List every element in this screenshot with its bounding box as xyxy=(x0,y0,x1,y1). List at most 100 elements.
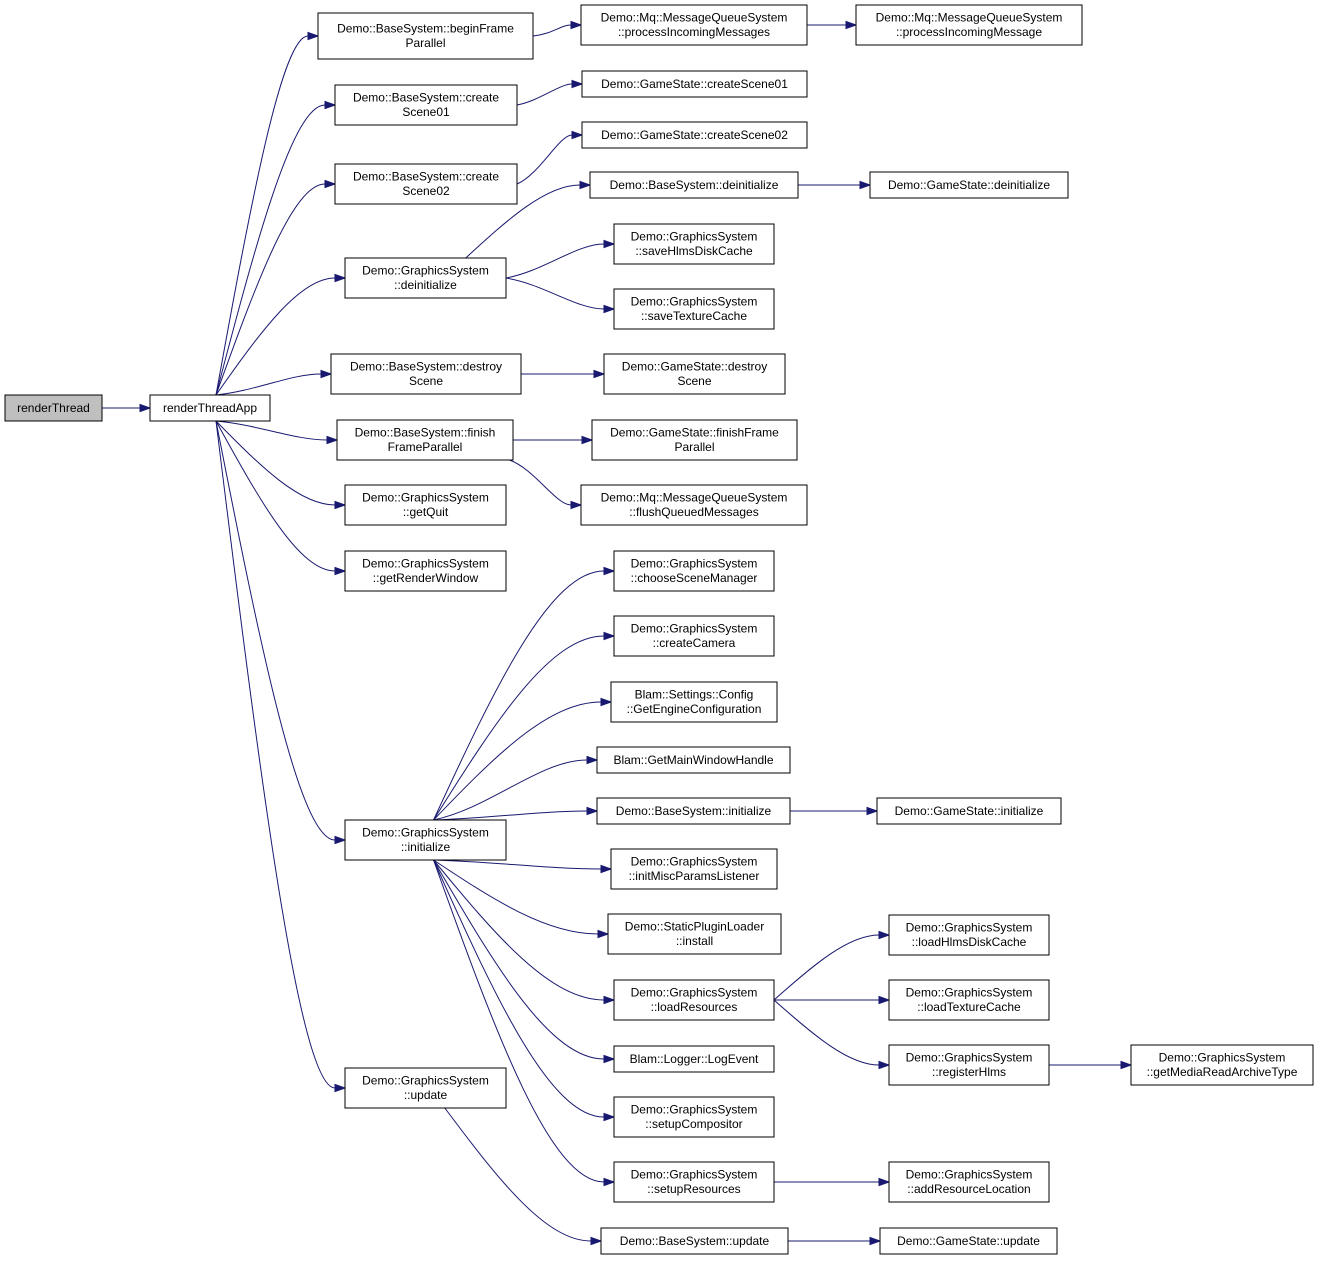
node-label: Demo::BaseSystem::create xyxy=(353,170,499,184)
node-gs-createscene01[interactable]: Demo::GameState::createScene01 xyxy=(581,70,808,98)
node-gfx-setupresources[interactable]: Demo::GraphicsSystem::setupResources xyxy=(613,1161,775,1203)
call-edge-line xyxy=(433,810,588,821)
node-mq-processincomingmessages[interactable]: Demo::Mq::MessageQueueSystem::processInc… xyxy=(580,4,808,46)
node-label: ::createCamera xyxy=(653,636,736,650)
call-edge-line xyxy=(433,635,605,821)
arrowhead-icon xyxy=(571,79,584,89)
node-label: ::setupResources xyxy=(647,1182,740,1196)
arrowhead-icon xyxy=(570,20,583,30)
arrowhead-icon xyxy=(878,1060,891,1070)
call-edge xyxy=(520,369,606,379)
arrowhead-icon xyxy=(334,566,347,576)
node-gfx-registerhlms[interactable]: Demo::GraphicsSystem::registerHlms xyxy=(888,1044,1050,1086)
node-gfx-choosescenemanager[interactable]: Demo::GraphicsSystem::chooseSceneManager xyxy=(613,550,775,592)
node-blam-getmainwindowhandle[interactable]: Blam::GetMainWindowHandle xyxy=(596,746,791,774)
node-gfx-getmediareadarchivetype[interactable]: Demo::GraphicsSystem::getMediaReadArchiv… xyxy=(1130,1044,1314,1086)
arrowhead-icon xyxy=(859,180,872,190)
call-edge xyxy=(433,859,616,1187)
node-label: Blam::GetMainWindowHandle xyxy=(613,753,773,767)
node-label: Demo::GameState::deinitialize xyxy=(888,178,1050,192)
call-edge xyxy=(509,459,583,510)
arrowhead-icon xyxy=(597,929,610,939)
node-gst-update[interactable]: Demo::GameState::update xyxy=(879,1227,1058,1255)
node-bs-createscene01[interactable]: Demo::BaseSystem::createScene01 xyxy=(334,84,518,126)
node-box xyxy=(879,1227,1058,1255)
node-box xyxy=(4,394,103,422)
call-edge xyxy=(215,31,320,396)
node-gfx-addresourcelocation[interactable]: Demo::GraphicsSystem::addResourceLocatio… xyxy=(888,1161,1050,1203)
node-box xyxy=(344,819,507,861)
node-gs-createscene02[interactable]: Demo::GameState::createScene02 xyxy=(581,121,808,149)
node-label: Scene xyxy=(677,374,711,388)
node-gfx-update[interactable]: Demo::GraphicsSystem::update xyxy=(344,1067,507,1109)
node-label: FrameParallel xyxy=(388,440,463,454)
arrowhead-icon xyxy=(586,806,599,816)
call-edges xyxy=(102,20,1133,1246)
node-label: Demo::BaseSystem::destroy xyxy=(350,360,502,374)
node-renderthreadapp[interactable]: renderThreadApp xyxy=(149,394,271,422)
call-edge xyxy=(215,273,347,396)
node-gfx-createcamera[interactable]: Demo::GraphicsSystem::createCamera xyxy=(613,615,775,657)
node-label: ::initialize xyxy=(401,840,451,854)
node-mq-flushqueuedmessages[interactable]: Demo::Mq::MessageQueueSystem::flushQueue… xyxy=(580,484,808,526)
node-label: ::chooseSceneManager xyxy=(631,571,758,585)
node-box xyxy=(1130,1044,1314,1086)
node-label: Demo::Mq::MessageQueueSystem xyxy=(601,491,788,505)
node-gfx-initmiscparamslistener[interactable]: Demo::GraphicsSystem::initMiscParamsList… xyxy=(610,848,778,890)
call-edge-line xyxy=(516,134,573,185)
call-edge xyxy=(433,859,616,1005)
node-label: Demo::BaseSystem::finish xyxy=(355,426,496,440)
node-blam-logevent[interactable]: Blam::Logger::LogEvent xyxy=(613,1045,775,1073)
node-label: Demo::GraphicsSystem xyxy=(631,855,758,869)
arrowhead-icon xyxy=(603,566,616,576)
node-box xyxy=(336,419,514,461)
node-gfx-deinitialize[interactable]: Demo::GraphicsSystem::deinitialize xyxy=(344,257,507,299)
node-label: ::initMiscParamsListener xyxy=(629,869,760,883)
node-label: ::getQuit xyxy=(403,505,449,519)
node-renderthread: renderThread xyxy=(4,394,103,422)
node-bs-update[interactable]: Demo::BaseSystem::update xyxy=(600,1227,789,1255)
node-gst-initialize[interactable]: Demo::GameState::initialize xyxy=(876,797,1062,825)
call-edge-line xyxy=(433,859,605,1001)
node-gst-deinitialize[interactable]: Demo::GameState::deinitialize xyxy=(869,171,1069,199)
node-gfx-setupcompositor[interactable]: Demo::GraphicsSystem::setupCompositor xyxy=(613,1096,775,1138)
node-gfx-savehlmsdiskcache[interactable]: Demo::GraphicsSystem::saveHlmsDiskCache xyxy=(613,223,775,265)
node-box xyxy=(888,979,1050,1021)
node-gfx-savetexturecache[interactable]: Demo::GraphicsSystem::saveTextureCache xyxy=(613,288,775,330)
node-gfx-getquit[interactable]: Demo::GraphicsSystem::getQuit xyxy=(344,484,507,526)
node-box xyxy=(600,1227,789,1255)
node-gfx-getrenderwindow[interactable]: Demo::GraphicsSystem::getRenderWindow xyxy=(344,550,507,592)
node-box xyxy=(613,223,775,265)
node-gfx-initialize[interactable]: Demo::GraphicsSystem::initialize xyxy=(344,819,507,861)
node-gfx-loadhlmsdiskcache[interactable]: Demo::GraphicsSystem::loadHlmsDiskCache xyxy=(888,914,1050,956)
call-edge-line xyxy=(433,859,602,870)
node-bs-deinitialize[interactable]: Demo::BaseSystem::deinitialize xyxy=(589,171,799,199)
node-bs-initialize[interactable]: Demo::BaseSystem::initialize xyxy=(596,797,791,825)
call-edge xyxy=(516,130,584,185)
node-label: Demo::Mq::MessageQueueSystem xyxy=(601,11,788,25)
node-blam-getengineconfiguration[interactable]: Blam::Settings::Config::GetEngineConfigu… xyxy=(610,681,778,723)
node-label: Demo::GraphicsSystem xyxy=(906,1168,1033,1182)
node-bs-createscene02[interactable]: Demo::BaseSystem::createScene02 xyxy=(334,163,518,205)
node-label: Demo::BaseSystem::update xyxy=(620,1234,770,1248)
node-label: ::processIncomingMessages xyxy=(618,25,770,39)
node-box xyxy=(613,1161,775,1203)
call-edge xyxy=(774,1177,891,1187)
arrowhead-icon xyxy=(570,500,583,510)
node-box xyxy=(591,419,798,461)
node-mq-processincomingmessage[interactable]: Demo::Mq::MessageQueueSystem::processInc… xyxy=(855,4,1083,46)
node-label: Demo::GameState::finishFrame xyxy=(610,426,779,440)
node-gfx-loadresources[interactable]: Demo::GraphicsSystem::loadResources xyxy=(613,979,775,1021)
arrowhead-icon xyxy=(878,1177,891,1187)
node-spl-install[interactable]: Demo::StaticPluginLoader::install xyxy=(607,913,782,955)
node-gfx-loadtexturecache[interactable]: Demo::GraphicsSystem::loadTextureCache xyxy=(888,979,1050,1021)
arrowhead-icon xyxy=(586,755,599,765)
node-label: Demo::GameState::destroy xyxy=(622,360,767,374)
node-box xyxy=(603,353,786,395)
